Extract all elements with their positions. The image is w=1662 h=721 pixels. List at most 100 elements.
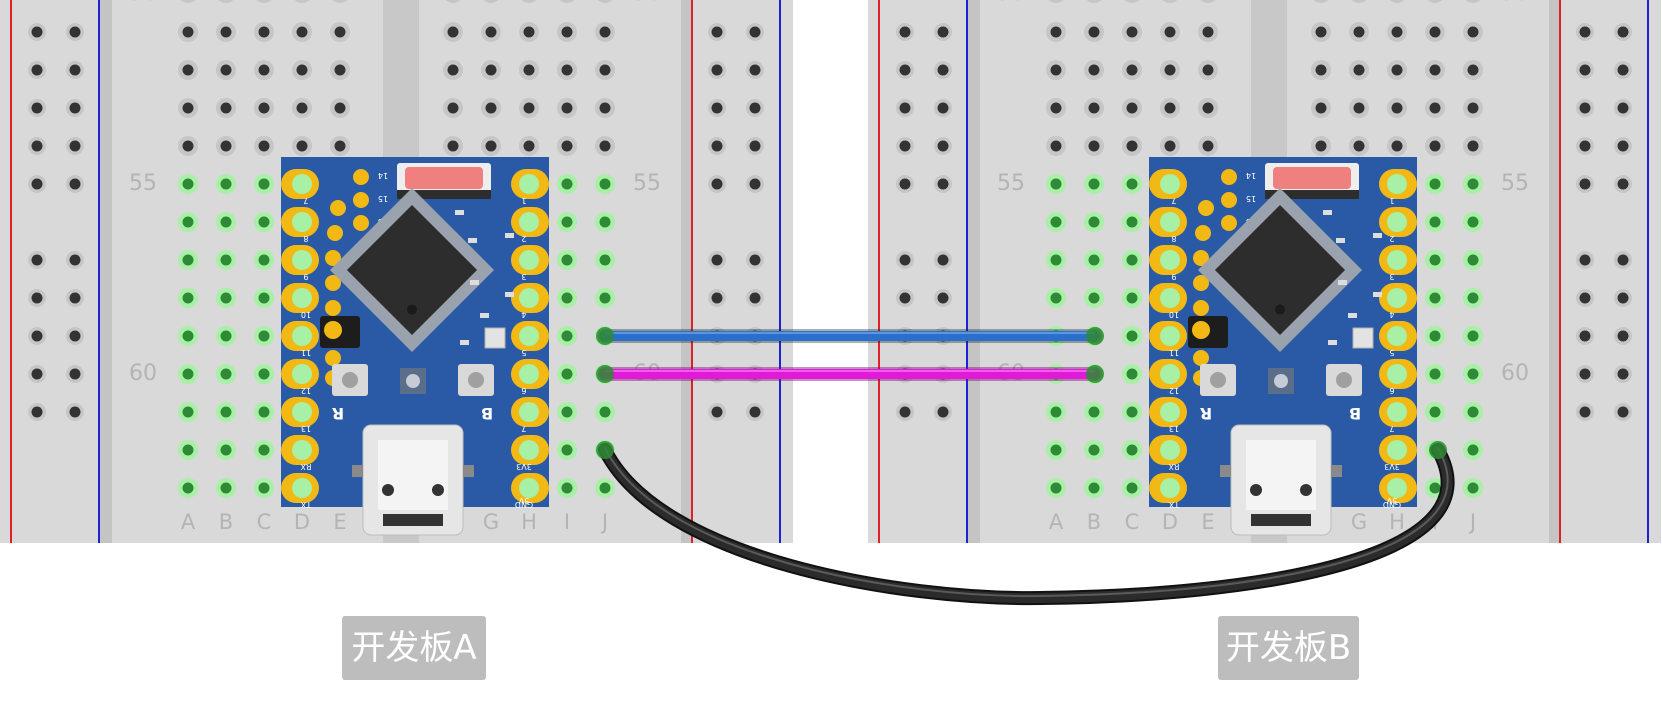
hole — [334, 140, 346, 152]
via-pad — [327, 225, 343, 241]
hole-rim — [597, 0, 613, 3]
hole-rim — [1313, 0, 1329, 3]
rail-hole — [749, 254, 761, 266]
rail-hole — [31, 64, 43, 76]
pin-hole — [519, 288, 539, 308]
pin-hole — [519, 440, 539, 460]
connected-hole — [1050, 406, 1062, 418]
pin-hole — [519, 174, 539, 194]
rail-hole — [899, 178, 911, 190]
hole — [258, 102, 270, 114]
smd-part — [1323, 210, 1332, 215]
pin-hole — [1160, 250, 1180, 270]
connected-hole — [182, 178, 194, 190]
hole — [258, 64, 270, 76]
hole — [1467, 26, 1479, 38]
rail-hole — [899, 64, 911, 76]
rail-hole — [69, 64, 81, 76]
pin-hole — [1387, 288, 1407, 308]
mcu-dot — [1275, 304, 1285, 315]
connected-hole — [182, 330, 194, 342]
connected-hole — [1429, 292, 1441, 304]
connected-hole — [1050, 444, 1062, 456]
smd-part — [505, 233, 514, 238]
pin-hole — [292, 402, 312, 422]
column-letter: H — [1389, 510, 1405, 534]
hole — [1353, 102, 1365, 114]
rail-hole — [711, 102, 723, 114]
hole — [296, 140, 308, 152]
hole — [523, 64, 535, 76]
row-number: 60 — [1501, 361, 1529, 386]
connected-hole — [1050, 292, 1062, 304]
pin-hole — [1387, 174, 1407, 194]
rail-hole — [749, 102, 761, 114]
via-pad — [1193, 275, 1209, 291]
connected-hole — [220, 368, 232, 380]
breadboard-separator — [968, 0, 980, 543]
smd-part — [1373, 292, 1382, 297]
breadboard-separator — [100, 0, 112, 543]
connected-hole — [561, 292, 573, 304]
hole-rim — [1048, 0, 1064, 3]
hole — [1088, 102, 1100, 114]
via-pad — [1193, 300, 1209, 316]
column-letter: D — [1162, 510, 1178, 534]
connected-hole — [182, 292, 194, 304]
hole — [1050, 26, 1062, 38]
button-label: B — [1349, 404, 1361, 423]
pin-label: 8 — [303, 234, 308, 243]
hole — [447, 140, 459, 152]
hole-rim — [521, 0, 537, 3]
rail-hole — [1617, 330, 1629, 342]
connected-hole — [1088, 406, 1100, 418]
hole — [1467, 64, 1479, 76]
smd-part — [1373, 233, 1382, 238]
hole — [258, 140, 270, 152]
connected-hole — [1429, 330, 1441, 342]
rail-hole — [31, 330, 43, 342]
hole — [1353, 140, 1365, 152]
hole — [296, 26, 308, 38]
connected-hole — [1088, 178, 1100, 190]
pin-label: RX — [1168, 462, 1180, 471]
connected-hole — [258, 216, 270, 228]
row-number: 55 — [129, 171, 157, 196]
rail-hole — [1579, 64, 1591, 76]
rail-hole — [1579, 254, 1591, 266]
hole — [1164, 102, 1176, 114]
rail-hole — [1579, 330, 1591, 342]
connected-hole — [1088, 444, 1100, 456]
pin-label: 3V3 — [516, 462, 532, 471]
pin-label: 3 — [521, 272, 526, 281]
resonator-base — [1265, 190, 1359, 199]
via-pad — [1193, 350, 1209, 366]
hole — [334, 64, 346, 76]
pin-hole — [1160, 212, 1180, 232]
pin-hole — [519, 326, 539, 346]
hole — [1467, 140, 1479, 152]
connected-hole — [561, 178, 573, 190]
hole-rim — [218, 0, 234, 3]
hole — [1315, 26, 1327, 38]
hole-rim — [445, 0, 461, 3]
connected-hole — [182, 482, 194, 494]
pin-label: 5V — [518, 496, 529, 505]
rail-hole — [1579, 292, 1591, 304]
hole-rim — [294, 0, 310, 3]
hole — [1315, 140, 1327, 152]
via-pad — [1195, 225, 1211, 241]
corner-pin-label: 15 — [378, 194, 388, 203]
hole — [523, 26, 535, 38]
hole-rim — [332, 0, 348, 3]
connected-hole — [599, 482, 611, 494]
column-letter: C — [257, 510, 272, 534]
pin-hole — [292, 364, 312, 384]
rail-hole — [69, 254, 81, 266]
via-pad — [325, 300, 341, 316]
rail-hole — [937, 140, 949, 152]
wire-end — [1086, 327, 1104, 345]
rail-hole — [711, 140, 723, 152]
button-cap — [1210, 372, 1226, 388]
hole — [1164, 64, 1176, 76]
